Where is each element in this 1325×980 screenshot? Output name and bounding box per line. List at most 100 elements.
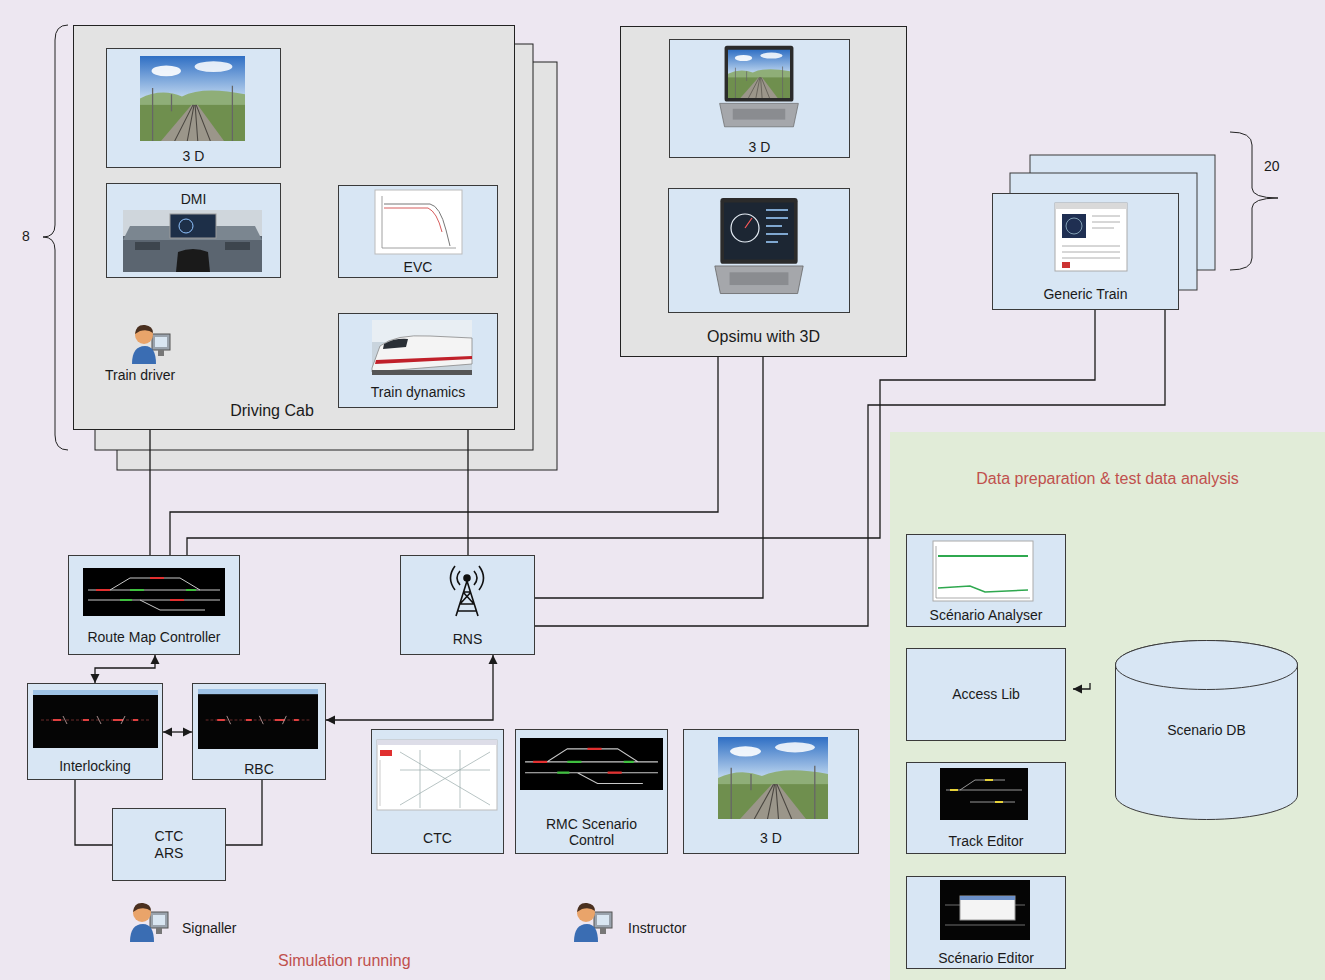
tool-box: Scénario Analyser [906,534,1066,627]
analyser-screen-picture-part [936,546,1030,598]
library-box: Access Lib [906,648,1066,741]
editor-screen-picture-part [950,780,1003,802]
laptop-picture [720,46,799,127]
scene-picture-part [140,56,245,141]
ctc-screen-picture [377,740,497,810]
dmi-picture-part [179,219,193,233]
editor-screen-picture [940,768,1030,940]
train-picture-part [372,320,472,375]
data-preparation-region: Data preparation & test data analysisScé… [890,432,1325,980]
tool-box: Scénario Editor [906,876,1066,969]
display-box: 3 D [106,48,281,168]
person-icon-part [574,903,612,942]
box-label: RBC [242,761,276,777]
box-label: 3 D [181,148,207,164]
editor-screen-picture-part [940,768,1028,820]
rns-box: RNS [400,555,535,655]
train-picture-part [372,336,472,372]
interlocking-screen-picture-part [33,690,158,748]
box-label: 3 D [747,139,773,155]
evc-box: EVC [338,185,498,278]
person-icon [132,325,170,364]
display-box: 3 D [683,729,859,854]
laptop-picture-part [728,50,790,99]
box-label: Driving Cab [228,402,316,420]
dmi-picture-part [123,236,262,272]
box-label: RMC Scenario Control [524,816,660,848]
role-label: Instructor [628,920,686,936]
dmi-picture-part [123,226,262,240]
box-label: CTC ARS [145,828,193,860]
person-icon-part [132,325,170,364]
box-label: EVC [402,259,435,275]
antenna-icon-part [451,566,484,590]
track-map-picture-part [83,568,225,616]
box-label: 3 D [758,830,784,846]
ctc-ars-box: CTC ARS [112,808,226,881]
brace [43,25,1278,450]
train-window-picture-part [1055,203,1127,209]
box-label: Route Map Controller [85,629,222,645]
laptop-picture-part [720,46,799,127]
rbc-box: RBC [192,683,326,780]
train-picture-part [375,356,472,364]
connector [149,430,150,555]
antenna-icon-part [464,575,470,581]
scene-picture [718,737,828,819]
ctc-screen-picture-part [380,760,381,806]
editor-screen-picture-part [960,896,1015,920]
laptop-box-part [715,198,803,293]
tool-box: Track Editor [906,762,1066,854]
ctc-screen-picture-part [400,750,490,808]
cylinder-top [1116,641,1298,690]
laptop-box-part [724,203,794,260]
laptop-box-part [766,210,788,242]
ctc-screen-picture-part [380,750,392,756]
evc-chart-picture-part [384,204,450,246]
analyser-screen-picture-part [938,555,1028,557]
evc-chart-picture-part [375,190,462,254]
train-window-picture-part [1062,216,1120,258]
box-label: Data preparation & test data analysis [974,470,1240,488]
analyser-screen-picture-part [938,586,1028,592]
connector [226,780,262,845]
scenario-control-box: RMC Scenario Control [515,729,668,854]
brace-part [43,25,68,450]
access-arrow [1073,683,1090,689]
evc-chart-picture-part [384,208,442,232]
editor-screen-picture-part [946,780,1022,802]
ctc-box: CTC [371,729,504,854]
antenna-icon-part [456,581,478,616]
box-label: Scénario Analyser [928,607,1045,623]
dmi-picture-part [123,210,262,272]
box-label: Train dynamics [369,384,467,400]
connector [75,780,112,845]
display-box: 3 D [669,39,850,158]
cylinder-body [1116,641,1298,820]
generic-train-box: Generic Train [992,193,1179,310]
role-label: Train driver [105,367,175,383]
ctc-screen-picture-part [377,740,497,745]
ctc-screen-picture-part [377,740,497,810]
access-arrow-part [1073,683,1090,689]
editor-screen-picture-part [940,880,1030,940]
count-label: 8 [22,228,30,244]
train-picture-part [372,370,472,375]
evc-chart-picture [375,190,462,254]
connector [467,430,468,555]
person-icon [130,903,612,942]
box-label: Interlocking [57,758,133,774]
train-dynamics-box: Train dynamics [338,313,498,408]
box-label: Scenario DB [1165,722,1248,738]
database-cylinder: Scenario DB [1115,640,1298,820]
track-map-picture-part [520,738,663,790]
connector [535,357,763,598]
train-window-picture-part [1066,218,1082,234]
dmi-picture-part [170,214,216,238]
laptop-box-part [669,189,850,313]
antenna-icon [451,566,484,616]
interlocking-screen-picture [33,689,318,749]
dmi-picture [123,210,262,272]
